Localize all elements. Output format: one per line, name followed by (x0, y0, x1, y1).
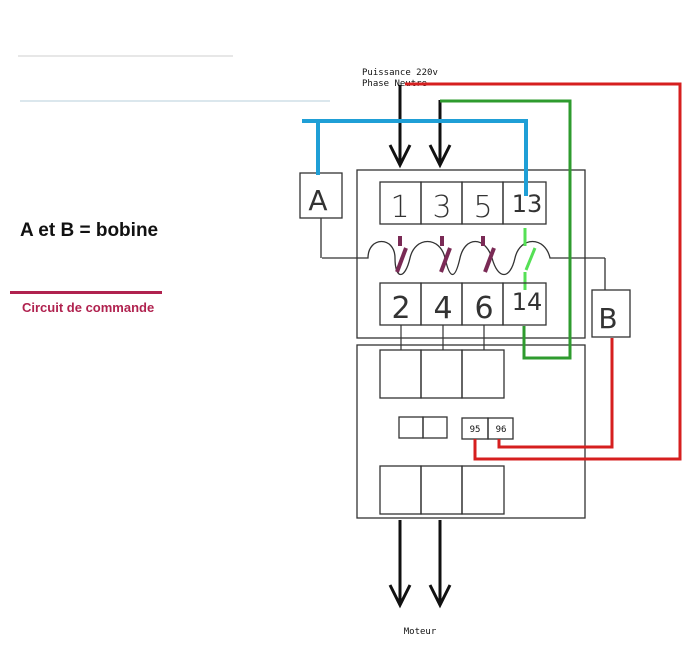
blue-wires (302, 119, 528, 196)
coil-b-box (591, 289, 631, 338)
thermal-relay-box (356, 344, 586, 519)
aux-contact-link (523, 228, 537, 290)
scan-artifact (18, 55, 233, 57)
legend-command: Circuit de commande (22, 300, 155, 315)
scan-artifact (20, 100, 330, 102)
terminal-96: 96 (496, 425, 507, 435)
relay-middle-cells (398, 416, 448, 439)
terminal-3: 3 (432, 190, 451, 225)
legend-bobine: A et B = bobine (20, 220, 159, 241)
terminal-1: 1 (390, 190, 409, 225)
supply-arrows (388, 85, 452, 169)
motor-label: Moteur (404, 627, 437, 637)
terminal-4: 4 (433, 291, 452, 326)
relay-upper-cells (379, 349, 505, 399)
coil-a-label: A (308, 184, 327, 217)
coil-curve (322, 241, 605, 276)
green-wire (440, 99, 572, 360)
relay-lower-cells (379, 465, 505, 515)
terminal-2: 2 (391, 291, 410, 326)
legend-command-line (10, 291, 162, 294)
terminal-6: 6 (474, 291, 493, 326)
relay-links (400, 325, 485, 350)
bottom-contact-cells (379, 282, 547, 326)
coil-b-label: B (598, 302, 617, 335)
terminal-14: 14 (512, 288, 543, 316)
terminal-5: 5 (473, 190, 492, 225)
power-label-1: Puissance 220v (362, 68, 438, 78)
contactor-box (356, 169, 586, 339)
power-label-2: Phase Neutre (362, 79, 427, 89)
red-command-wire (405, 82, 682, 461)
motor-arrows (388, 520, 452, 609)
contact-links (395, 236, 496, 273)
terminal-95: 95 (470, 425, 481, 435)
